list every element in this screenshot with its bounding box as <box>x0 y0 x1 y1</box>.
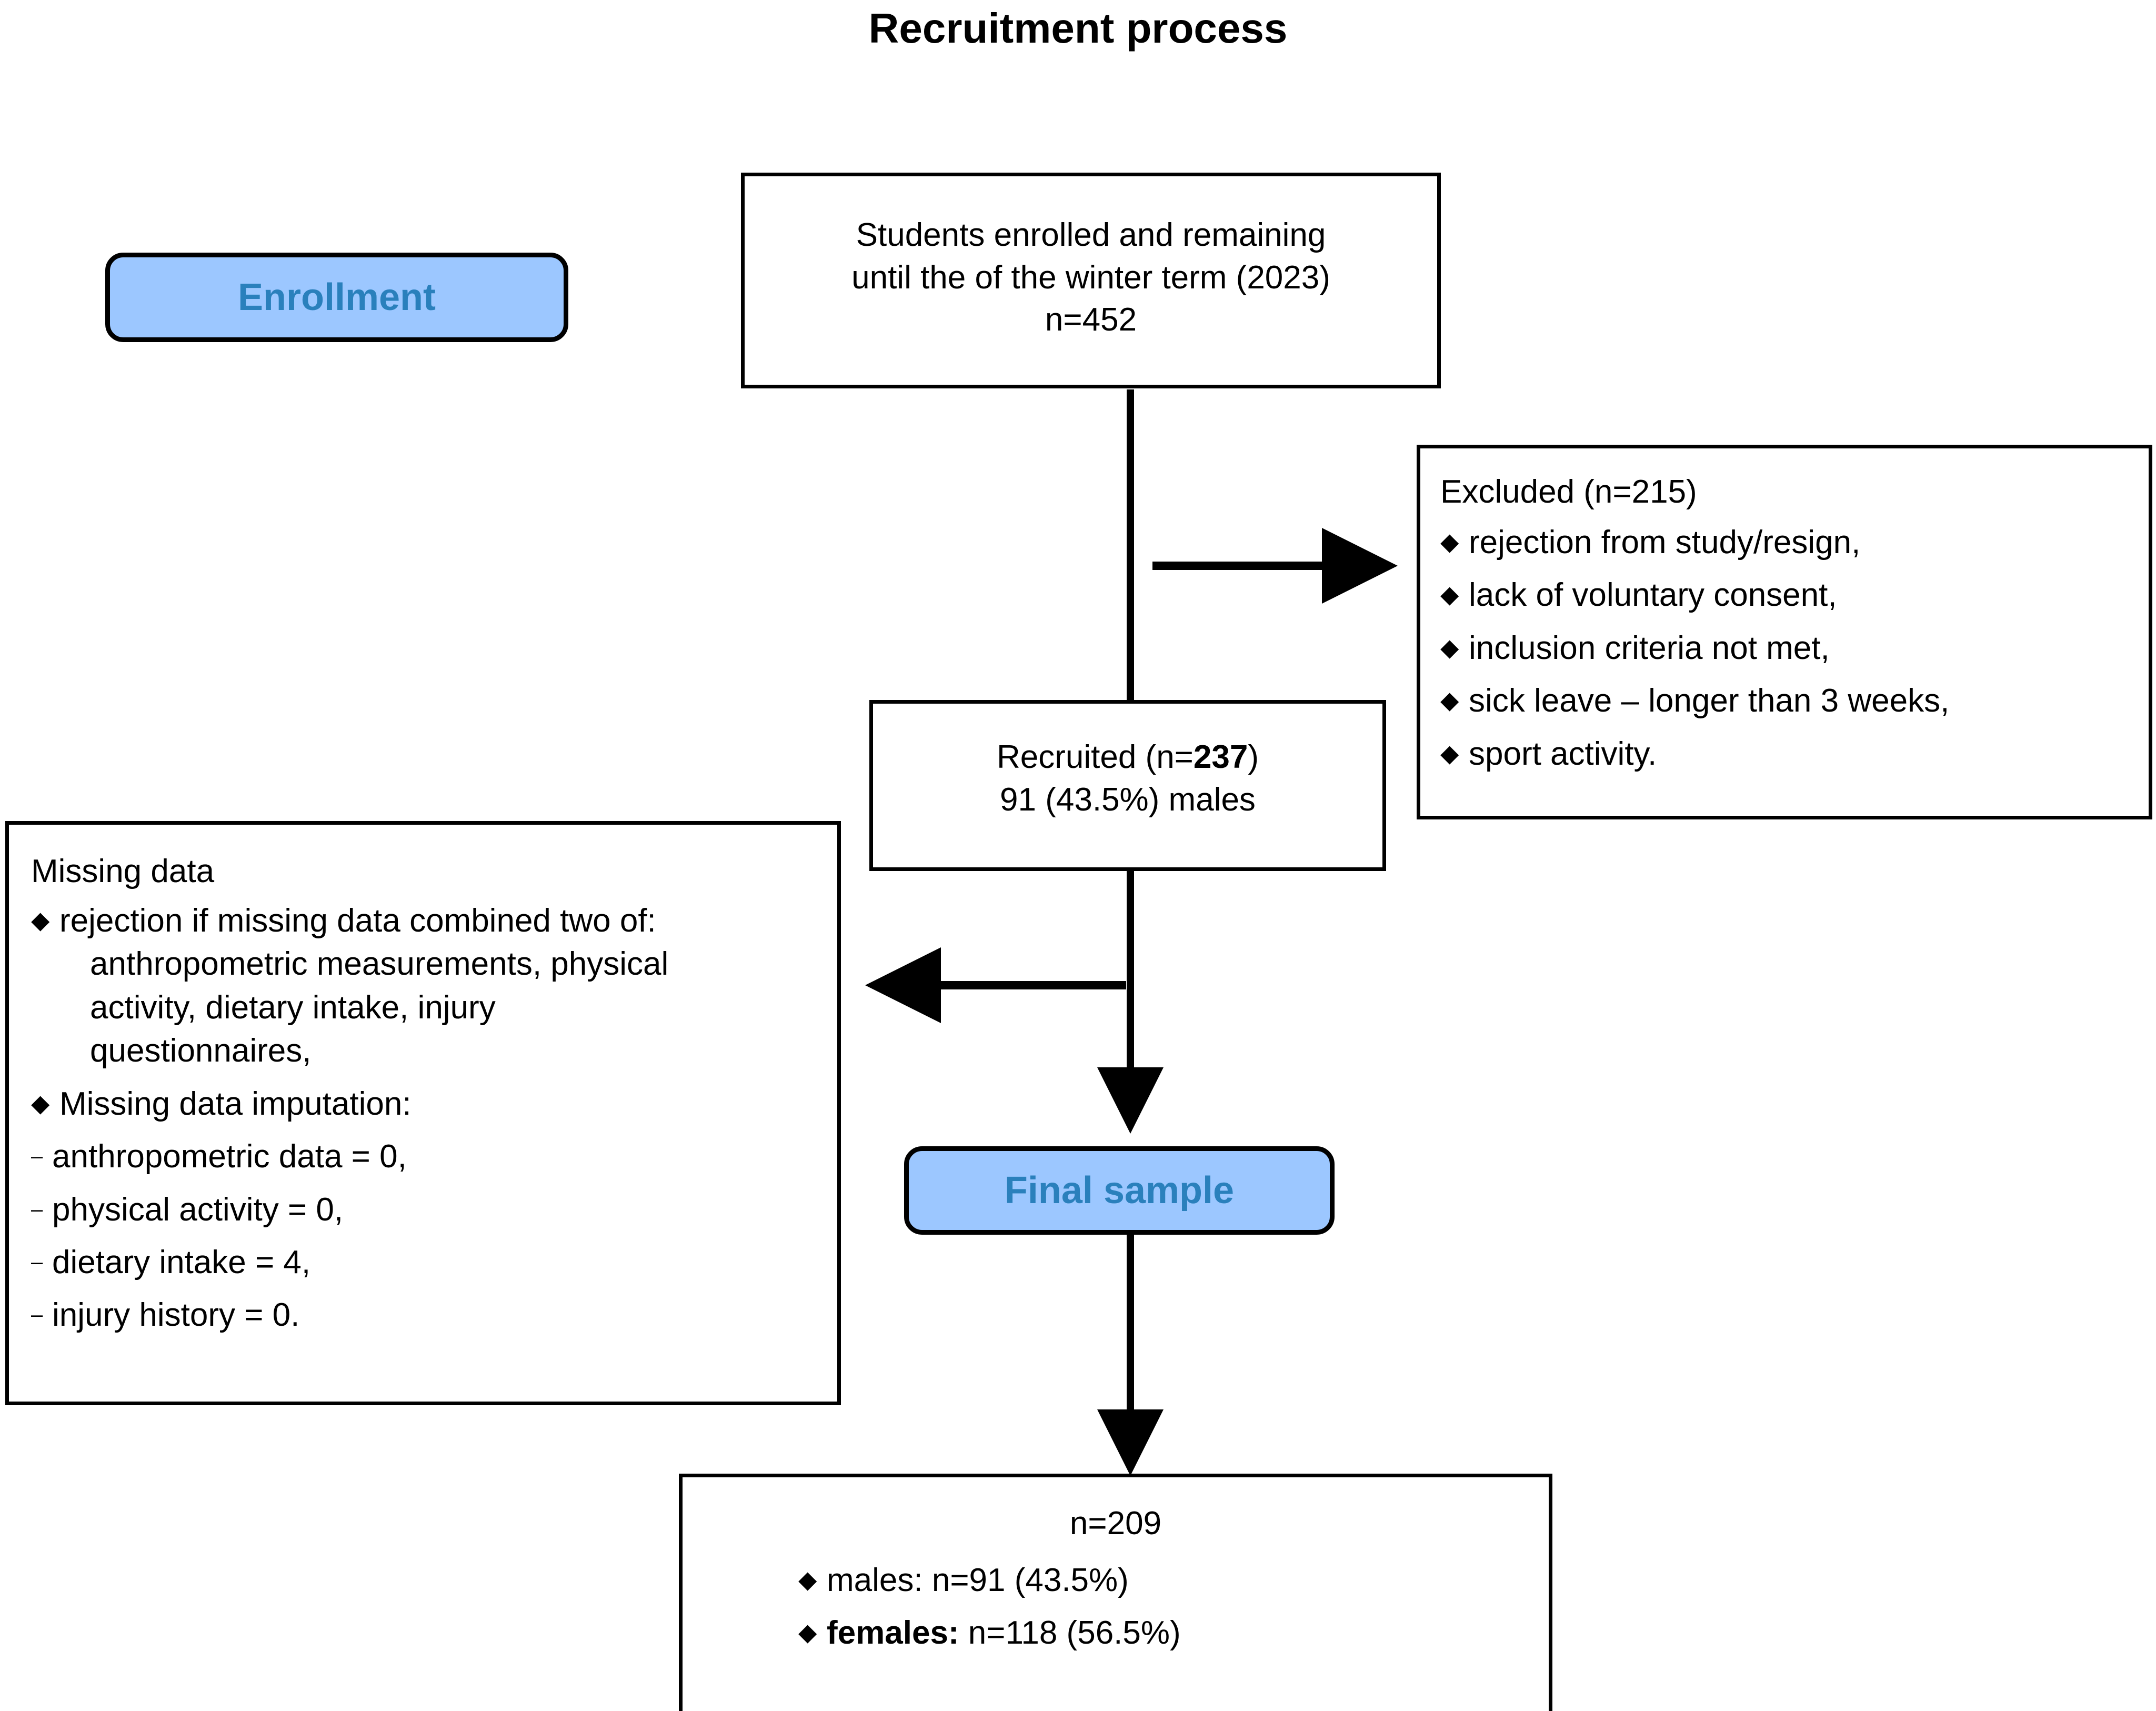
list-item-label: rejection if missing data combined two o… <box>59 902 656 939</box>
list-item-label: rejection from study/resign, <box>1469 524 1861 561</box>
list-item: ◆ inclusion criteria not met, <box>1440 627 2149 670</box>
enrolled-line-3: n=452 <box>1045 302 1137 338</box>
page-title: Recruitment process <box>868 5 1288 52</box>
node-excluded: Excluded (n=215) ◆ rejection from study/… <box>1417 445 2152 819</box>
females-label: females: <box>827 1615 959 1652</box>
diamond-bullet-icon: ◆ <box>1440 527 1459 555</box>
list-item: ◆ sick leave – longer than 3 weeks, <box>1440 679 2149 723</box>
list-item: – dietary intake = 4, <box>31 1241 837 1284</box>
diamond-bullet-icon: ◆ <box>31 906 50 934</box>
list-item: ◆ rejection if missing data combined two… <box>31 899 837 1073</box>
missing-data-bullet-list: ◆ rejection if missing data combined two… <box>31 899 837 1126</box>
list-item: – injury history = 0. <box>31 1294 837 1337</box>
list-item-label: Missing data imputation: <box>59 1085 412 1122</box>
list-item-label: inclusion criteria not met, <box>1469 629 1830 666</box>
diamond-bullet-icon: ◆ <box>1440 739 1459 767</box>
missing-data-imputation-list: – anthropometric data = 0, – physical ac… <box>31 1135 837 1337</box>
list-item-continuation: anthropometric measurements, physical <box>90 946 669 983</box>
enrolled-line-2: until the of the winter term (2023) <box>851 259 1330 296</box>
node-students-enrolled: Students enrolled and remaining until th… <box>741 173 1441 388</box>
males-value: n=91 (43.5%) <box>922 1562 1129 1598</box>
enrolled-line-1: Students enrolled and remaining <box>856 217 1326 253</box>
diamond-bullet-icon: ◆ <box>1440 633 1459 661</box>
stage-final-sample-label: Final sample <box>1004 1169 1235 1212</box>
list-item-label: injury history = 0. <box>52 1297 300 1334</box>
diamond-bullet-icon: ◆ <box>798 1565 817 1593</box>
stage-enrollment-label: Enrollment <box>237 276 436 318</box>
stage-final-sample[interactable]: Final sample <box>904 1146 1335 1235</box>
dash-bullet-icon: – <box>31 1145 43 1168</box>
list-item-label: sick leave – longer than 3 weeks, <box>1469 683 1950 719</box>
list-item: ◆ rejection from study/resign, <box>1440 521 2149 564</box>
missing-data-heading: Missing data <box>31 853 215 889</box>
recruited-prefix: Recruited (n= <box>996 739 1194 775</box>
list-item-label: anthropometric data = 0, <box>52 1138 407 1175</box>
final-counts-list: ◆ males: n=91 (43.5%) ◆ females: n=118 (… <box>683 1559 1549 1655</box>
recruited-count: 237 <box>1193 739 1248 775</box>
diamond-bullet-icon: ◆ <box>31 1089 50 1117</box>
excluded-heading: Excluded (n=215) <box>1440 474 1697 510</box>
diamond-bullet-icon: ◆ <box>1440 686 1459 714</box>
list-item-label: lack of voluntary consent, <box>1469 577 1837 614</box>
females-value: n=118 (56.5%) <box>959 1615 1181 1652</box>
dash-bullet-icon: – <box>31 1303 43 1327</box>
excluded-bullet-list: ◆ rejection from study/resign, ◆ lack of… <box>1440 521 2149 776</box>
recruited-line-1: Recruited (n=237) <box>873 736 1382 779</box>
list-item-label: physical activity = 0, <box>52 1191 344 1228</box>
final-total: n=209 <box>1069 1505 1162 1542</box>
males-label: males: <box>827 1562 923 1598</box>
list-item: ◆ sport activity. <box>1440 733 2149 776</box>
list-item-label: sport activity. <box>1469 735 1657 772</box>
node-recruited: Recruited (n=237) 91 (43.5%) males <box>869 700 1386 871</box>
dash-bullet-icon: – <box>31 1250 43 1274</box>
list-item: – physical activity = 0, <box>31 1188 837 1232</box>
list-item-label: dietary intake = 4, <box>52 1244 311 1280</box>
recruited-line-2: 91 (43.5%) males <box>1000 781 1256 818</box>
list-item-continuation: activity, dietary intake, injury <box>90 989 496 1026</box>
node-missing-data: Missing data ◆ rejection if missing data… <box>5 821 841 1405</box>
diamond-bullet-icon: ◆ <box>798 1618 817 1646</box>
recruited-suffix: ) <box>1248 739 1259 775</box>
list-item: ◆ lack of voluntary consent, <box>1440 574 2149 617</box>
stage-enrollment[interactable]: Enrollment <box>105 253 568 342</box>
diamond-bullet-icon: ◆ <box>1440 581 1459 608</box>
list-item: ◆ Missing data imputation: <box>31 1083 837 1126</box>
node-final-counts: n=209 ◆ males: n=91 (43.5%) ◆ females: n… <box>679 1474 1552 1711</box>
dash-bullet-icon: – <box>31 1197 43 1221</box>
list-item: ◆ males: n=91 (43.5%) <box>798 1559 1549 1602</box>
list-item-continuation: questionnaires, <box>90 1033 312 1069</box>
list-item: ◆ females: n=118 (56.5%) <box>798 1612 1549 1655</box>
list-item: – anthropometric data = 0, <box>31 1135 837 1178</box>
